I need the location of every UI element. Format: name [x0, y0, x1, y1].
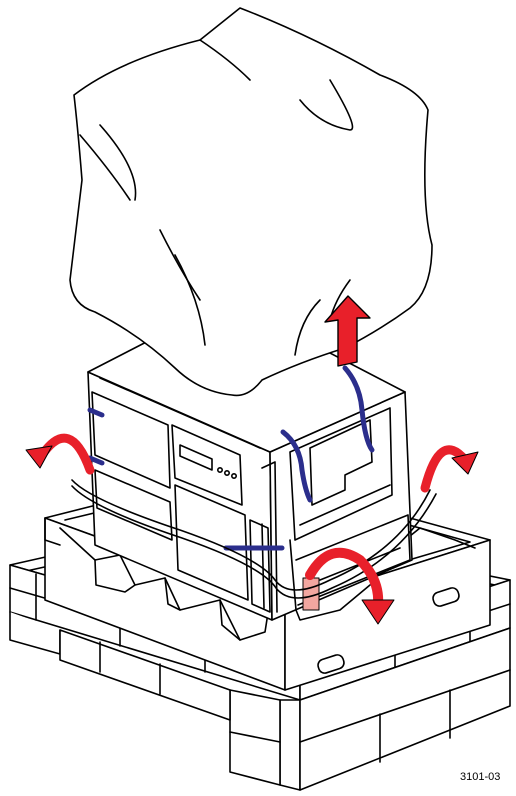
- shipping-tape: [87, 365, 375, 551]
- plastic-cover-bag: [69, 7, 433, 397]
- figure-id-label: 3101-03: [460, 771, 501, 783]
- curved-arrow-icon: [25, 433, 95, 475]
- curved-arrow-icon: [420, 445, 479, 493]
- straps: [71, 479, 437, 599]
- curved-arrow-icon: [305, 547, 395, 625]
- arrow-up-icon: [324, 295, 371, 367]
